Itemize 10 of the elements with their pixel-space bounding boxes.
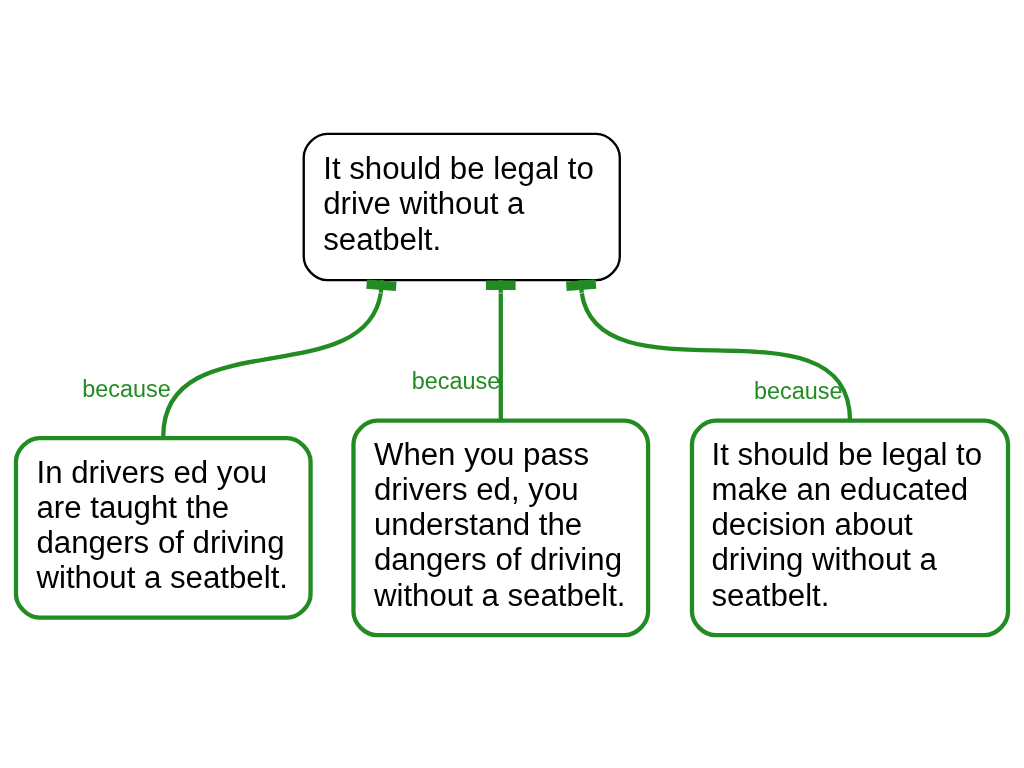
node-box: It should be legal to drive without a seatbelt. <box>302 132 621 281</box>
edge-label: because <box>82 375 171 402</box>
connector <box>161 278 397 437</box>
connector <box>485 279 516 421</box>
node-box: When you pass drivers ed, you understand the dangers of driving without a seatbelt. <box>351 417 651 637</box>
node-box: In drivers ed you are taught the dangers of driving without a seatbelt. <box>13 435 313 620</box>
connector <box>566 278 853 421</box>
edge-label: because <box>411 367 501 394</box>
node-box: It should be legal to make an educated decision about driving without a seatbelt. <box>689 417 1011 637</box>
edge-label: because <box>753 377 843 404</box>
